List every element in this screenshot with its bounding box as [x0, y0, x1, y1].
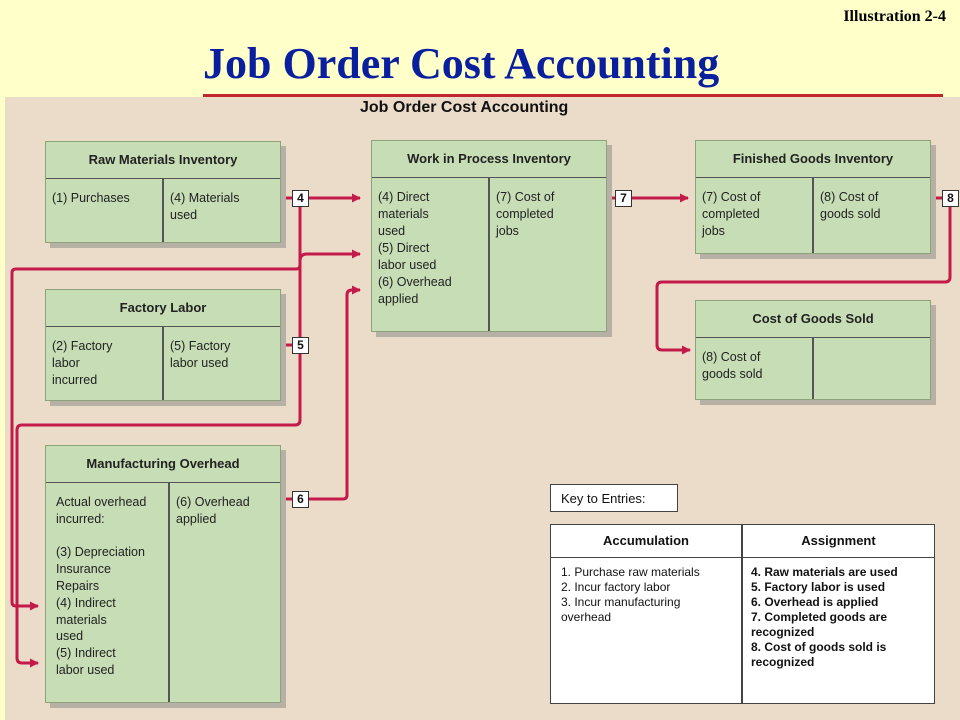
- credit-side: (8) Cost of goods sold: [820, 190, 881, 221]
- credit-side: (6) Overhead applied: [176, 495, 250, 526]
- account-title: Raw Materials Inventory: [46, 142, 280, 179]
- debit-side: (7) Cost of completed jobs: [702, 190, 761, 238]
- work-in-process-account: Work in Process Inventory (4) Direct mat…: [371, 140, 607, 332]
- assignment-list: 4. Raw materials are used 5. Factory lab…: [751, 565, 898, 669]
- debit-side: (1) Purchases: [52, 191, 130, 205]
- credit-side: (4) Materials used: [170, 191, 240, 222]
- t-divider: [168, 483, 170, 702]
- credit-side: (5) Factory labor used: [170, 339, 231, 370]
- entry-number-6: 6: [292, 491, 309, 508]
- key-divider: [741, 525, 743, 703]
- factory-labor-account: Factory Labor (2) Factory labor incurred…: [45, 289, 281, 401]
- arrow-5-indirect: [15, 352, 302, 668]
- credit-side: (7) Cost of completed jobs: [496, 190, 555, 238]
- t-divider: [812, 178, 814, 253]
- entry-number-7: 7: [615, 190, 632, 207]
- entry-number-5: 5: [292, 337, 309, 354]
- debit-side: (8) Cost of goods sold: [702, 350, 763, 381]
- figure-title: Job Order Cost Accounting: [360, 99, 569, 116]
- title-underline: [203, 94, 943, 97]
- key-to-entries-table: Accumulation Assignment 1. Purchase raw …: [550, 524, 935, 704]
- account-title: Finished Goods Inventory: [696, 141, 930, 178]
- t-divider: [488, 178, 490, 331]
- arrow-6: [267, 285, 361, 501]
- accumulation-header: Accumulation: [551, 525, 741, 558]
- account-title: Manufacturing Overhead: [46, 446, 280, 483]
- t-divider: [162, 327, 164, 400]
- key-to-entries-label: Key to Entries:: [550, 484, 678, 512]
- account-title: Work in Process Inventory: [372, 141, 606, 178]
- flow-diagram: Job Order Cost Accounting Raw Materials …: [5, 97, 960, 720]
- slide-title: Job Order Cost Accounting: [203, 39, 720, 88]
- arrow-5-direct: [267, 249, 361, 347]
- account-title: Cost of Goods Sold: [696, 301, 930, 338]
- entry-number-4: 4: [292, 190, 309, 207]
- account-title: Factory Labor: [46, 290, 280, 327]
- finished-goods-account: Finished Goods Inventory (7) Cost of com…: [695, 140, 931, 254]
- cost-of-goods-sold-account: Cost of Goods Sold (8) Cost of goods sol…: [695, 300, 931, 400]
- debit-side: (4) Direct materials used (5) Direct lab…: [378, 190, 452, 306]
- assignment-header: Assignment: [743, 525, 934, 558]
- flow-arrows: [10, 193, 952, 668]
- t-divider: [812, 338, 814, 399]
- illustration-label: Illustration 2-4: [843, 8, 946, 25]
- manufacturing-overhead-account: Manufacturing Overhead Actual overhead i…: [45, 445, 281, 703]
- accumulation-list: 1. Purchase raw materials 2. Incur facto…: [561, 565, 700, 624]
- entry-number-8: 8: [942, 190, 959, 207]
- debit-side: (2) Factory labor incurred: [52, 339, 113, 387]
- t-divider: [162, 179, 164, 242]
- credit-side: [814, 341, 930, 349]
- debit-side: Actual overhead incurred: (3) Depreciati…: [56, 495, 147, 677]
- raw-materials-account: Raw Materials Inventory (1) Purchases (4…: [45, 141, 281, 243]
